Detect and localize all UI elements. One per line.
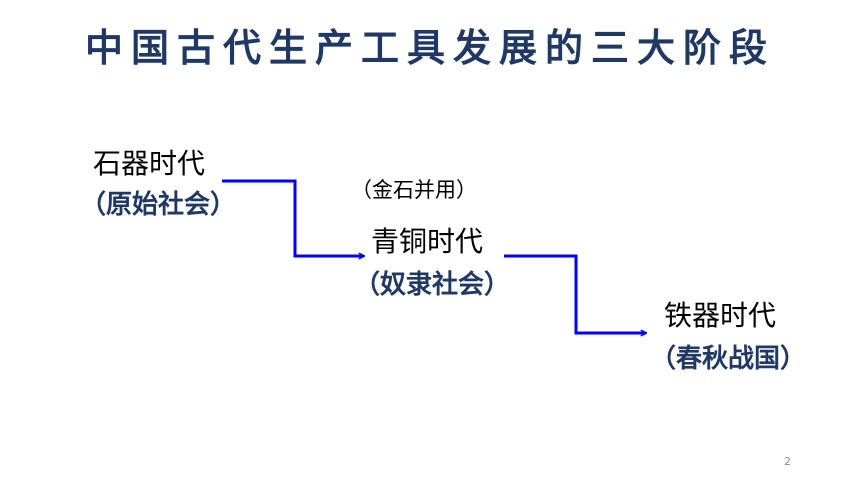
stage-iron-age-society: （春秋战国） bbox=[650, 344, 807, 374]
page-number: 2 bbox=[784, 455, 791, 468]
stage-bronze-age-note: （金石并用） bbox=[351, 178, 477, 202]
stage-bronze-age-society: （奴隶社会） bbox=[354, 270, 511, 300]
stage-iron-age: 铁器时代 bbox=[664, 299, 777, 332]
arrow-bronze-to-iron bbox=[504, 254, 646, 333]
slide-title: 中国古代生产工具发展的三大阶段 bbox=[84, 25, 775, 70]
arrow-stone-to-bronze bbox=[222, 179, 364, 256]
stage-stone-age: 石器时代 bbox=[93, 147, 206, 180]
stage-bronze-age: 青铜时代 bbox=[371, 225, 484, 258]
stage-stone-age-society: （原始社会） bbox=[80, 190, 237, 220]
